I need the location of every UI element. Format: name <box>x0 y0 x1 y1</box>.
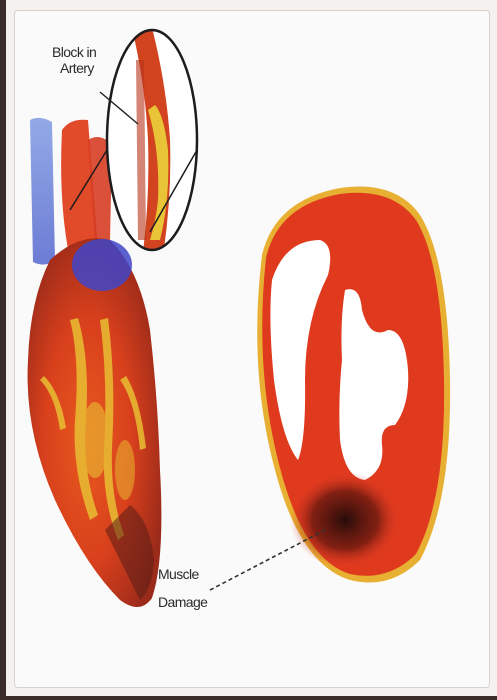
damage-label-line2: Damage <box>158 594 207 610</box>
block-label-line1: Block in <box>52 44 96 60</box>
heart-cross-section <box>257 187 450 583</box>
muscle-damage-label: Muscle Damage <box>158 566 207 610</box>
vena-cava <box>30 118 55 265</box>
block-in-artery-label: Block in Artery <box>52 44 96 76</box>
block-label-line2: Artery <box>52 60 96 76</box>
damage-label-line1: Muscle <box>158 566 207 582</box>
muscle-damage-area <box>290 472 400 568</box>
pulmonary-artery <box>72 239 132 291</box>
